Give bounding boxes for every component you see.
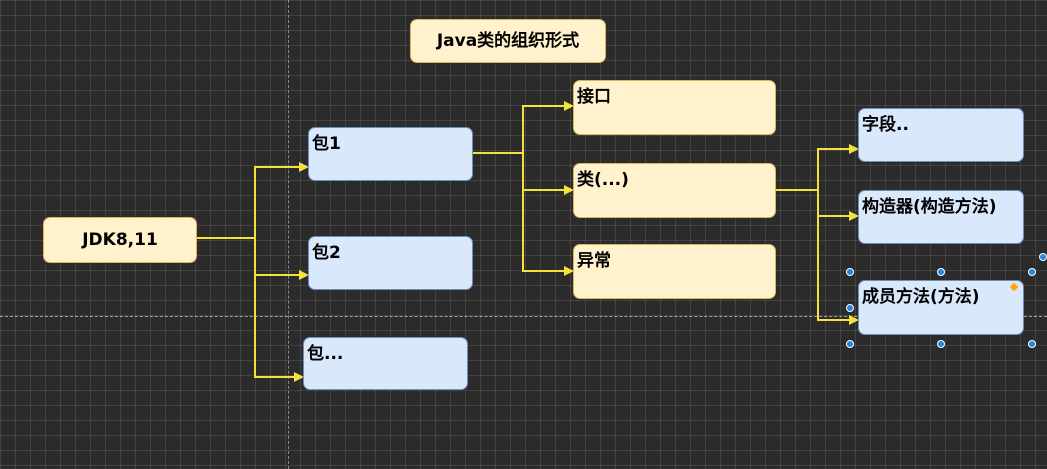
selection-handle-edge-right[interactable] xyxy=(1039,253,1047,261)
connector-jdk-pkg1 xyxy=(197,162,309,239)
connector-class-field xyxy=(776,144,859,191)
vertical-guide-line xyxy=(288,0,289,469)
node-exception[interactable]: 异常 xyxy=(573,244,776,299)
selection-handle-bottom-center[interactable] xyxy=(937,340,945,348)
node-interface[interactable]: 接口 xyxy=(573,80,776,135)
connector-pkg1-exception xyxy=(473,152,574,276)
connector-class-constructor xyxy=(776,189,859,221)
connector-pkg1-interface xyxy=(473,101,574,154)
diagram-title: Java类的组织形式 xyxy=(410,19,606,63)
connector-jdk-pkg-more xyxy=(197,237,304,382)
node-jdk[interactable]: JDK8,11 xyxy=(43,217,197,263)
node-package-2[interactable]: 包2 xyxy=(308,236,473,290)
node-field[interactable]: 字段.. xyxy=(858,108,1024,162)
node-constructor[interactable]: 构造器(构造方法) xyxy=(858,190,1024,244)
connector-class-method xyxy=(776,189,859,325)
node-package-1[interactable]: 包1 xyxy=(308,127,473,181)
horizontal-guide-line xyxy=(0,316,1047,317)
selection-handle-top-right[interactable] xyxy=(1028,268,1036,276)
node-member-method[interactable]: 成员方法(方法) xyxy=(858,280,1024,335)
selection-handle-bottom-right[interactable] xyxy=(1028,340,1036,348)
node-package-more[interactable]: 包... xyxy=(303,337,468,390)
connector-jdk-pkg2 xyxy=(197,237,309,280)
selection-handle-top-center[interactable] xyxy=(937,268,945,276)
selection-handle-top-left[interactable] xyxy=(846,268,854,276)
selection-handle-bottom-left[interactable] xyxy=(846,340,854,348)
selection-handle-middle-left[interactable] xyxy=(846,304,854,312)
node-class[interactable]: 类(...) xyxy=(573,163,776,218)
